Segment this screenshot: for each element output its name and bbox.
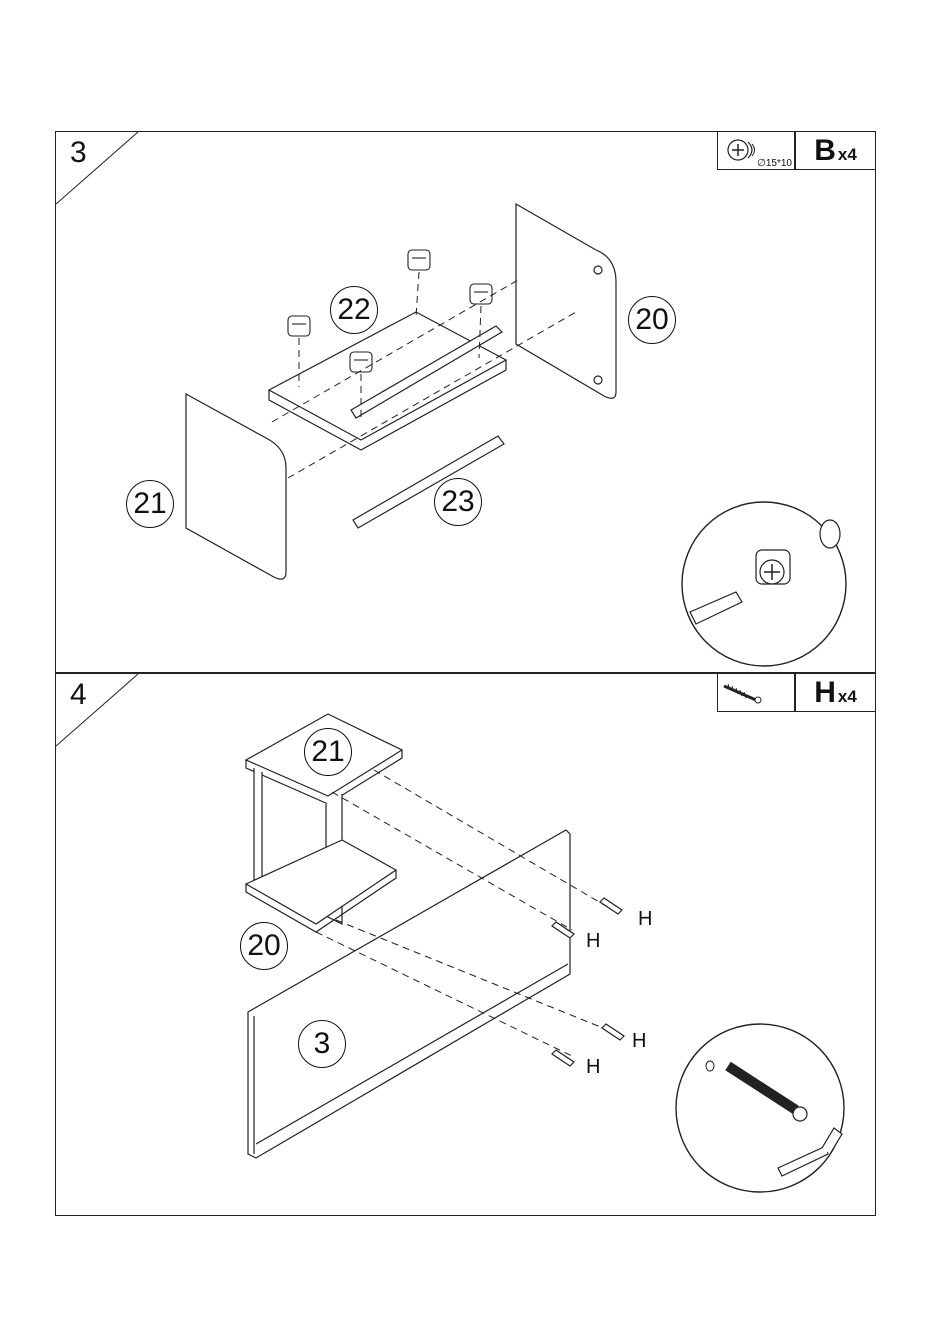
step-4-panel: 4 H x4 [55,673,876,1216]
screw-4 [552,1050,574,1066]
cam-lock-4 [350,352,372,372]
part-label-3: 3 [298,1020,346,1068]
cam-lock-3 [288,316,310,336]
part-label-20: 20 [628,296,676,344]
part-label-21: 21 [304,728,352,776]
detail-cam-lock-inset [682,502,846,666]
side-panel-21 [186,394,286,579]
bottom-panel-20 [246,840,396,924]
step-3-panel: 3 ∅15*10 B x4 [55,131,876,673]
screw-1 [600,898,622,914]
step-3-exploded-drawing [56,132,877,674]
side-panel-20 [516,204,616,398]
screw-label-h-4: H [586,1056,600,1079]
step-4-exploded-drawing [56,674,877,1217]
detail-screw-inset [676,1024,844,1192]
screw-label-h-2: H [586,930,600,953]
part-label-22: 22 [330,286,378,334]
part-label-21: 21 [126,480,174,528]
part-label-23: 23 [434,478,482,526]
screw-3 [602,1024,624,1040]
screw-label-h-1: H [638,908,652,931]
screw-label-h-3: H [632,1030,646,1053]
part-label-20: 20 [240,922,288,970]
rod-23 [353,436,504,528]
cam-lock-1 [408,250,430,270]
